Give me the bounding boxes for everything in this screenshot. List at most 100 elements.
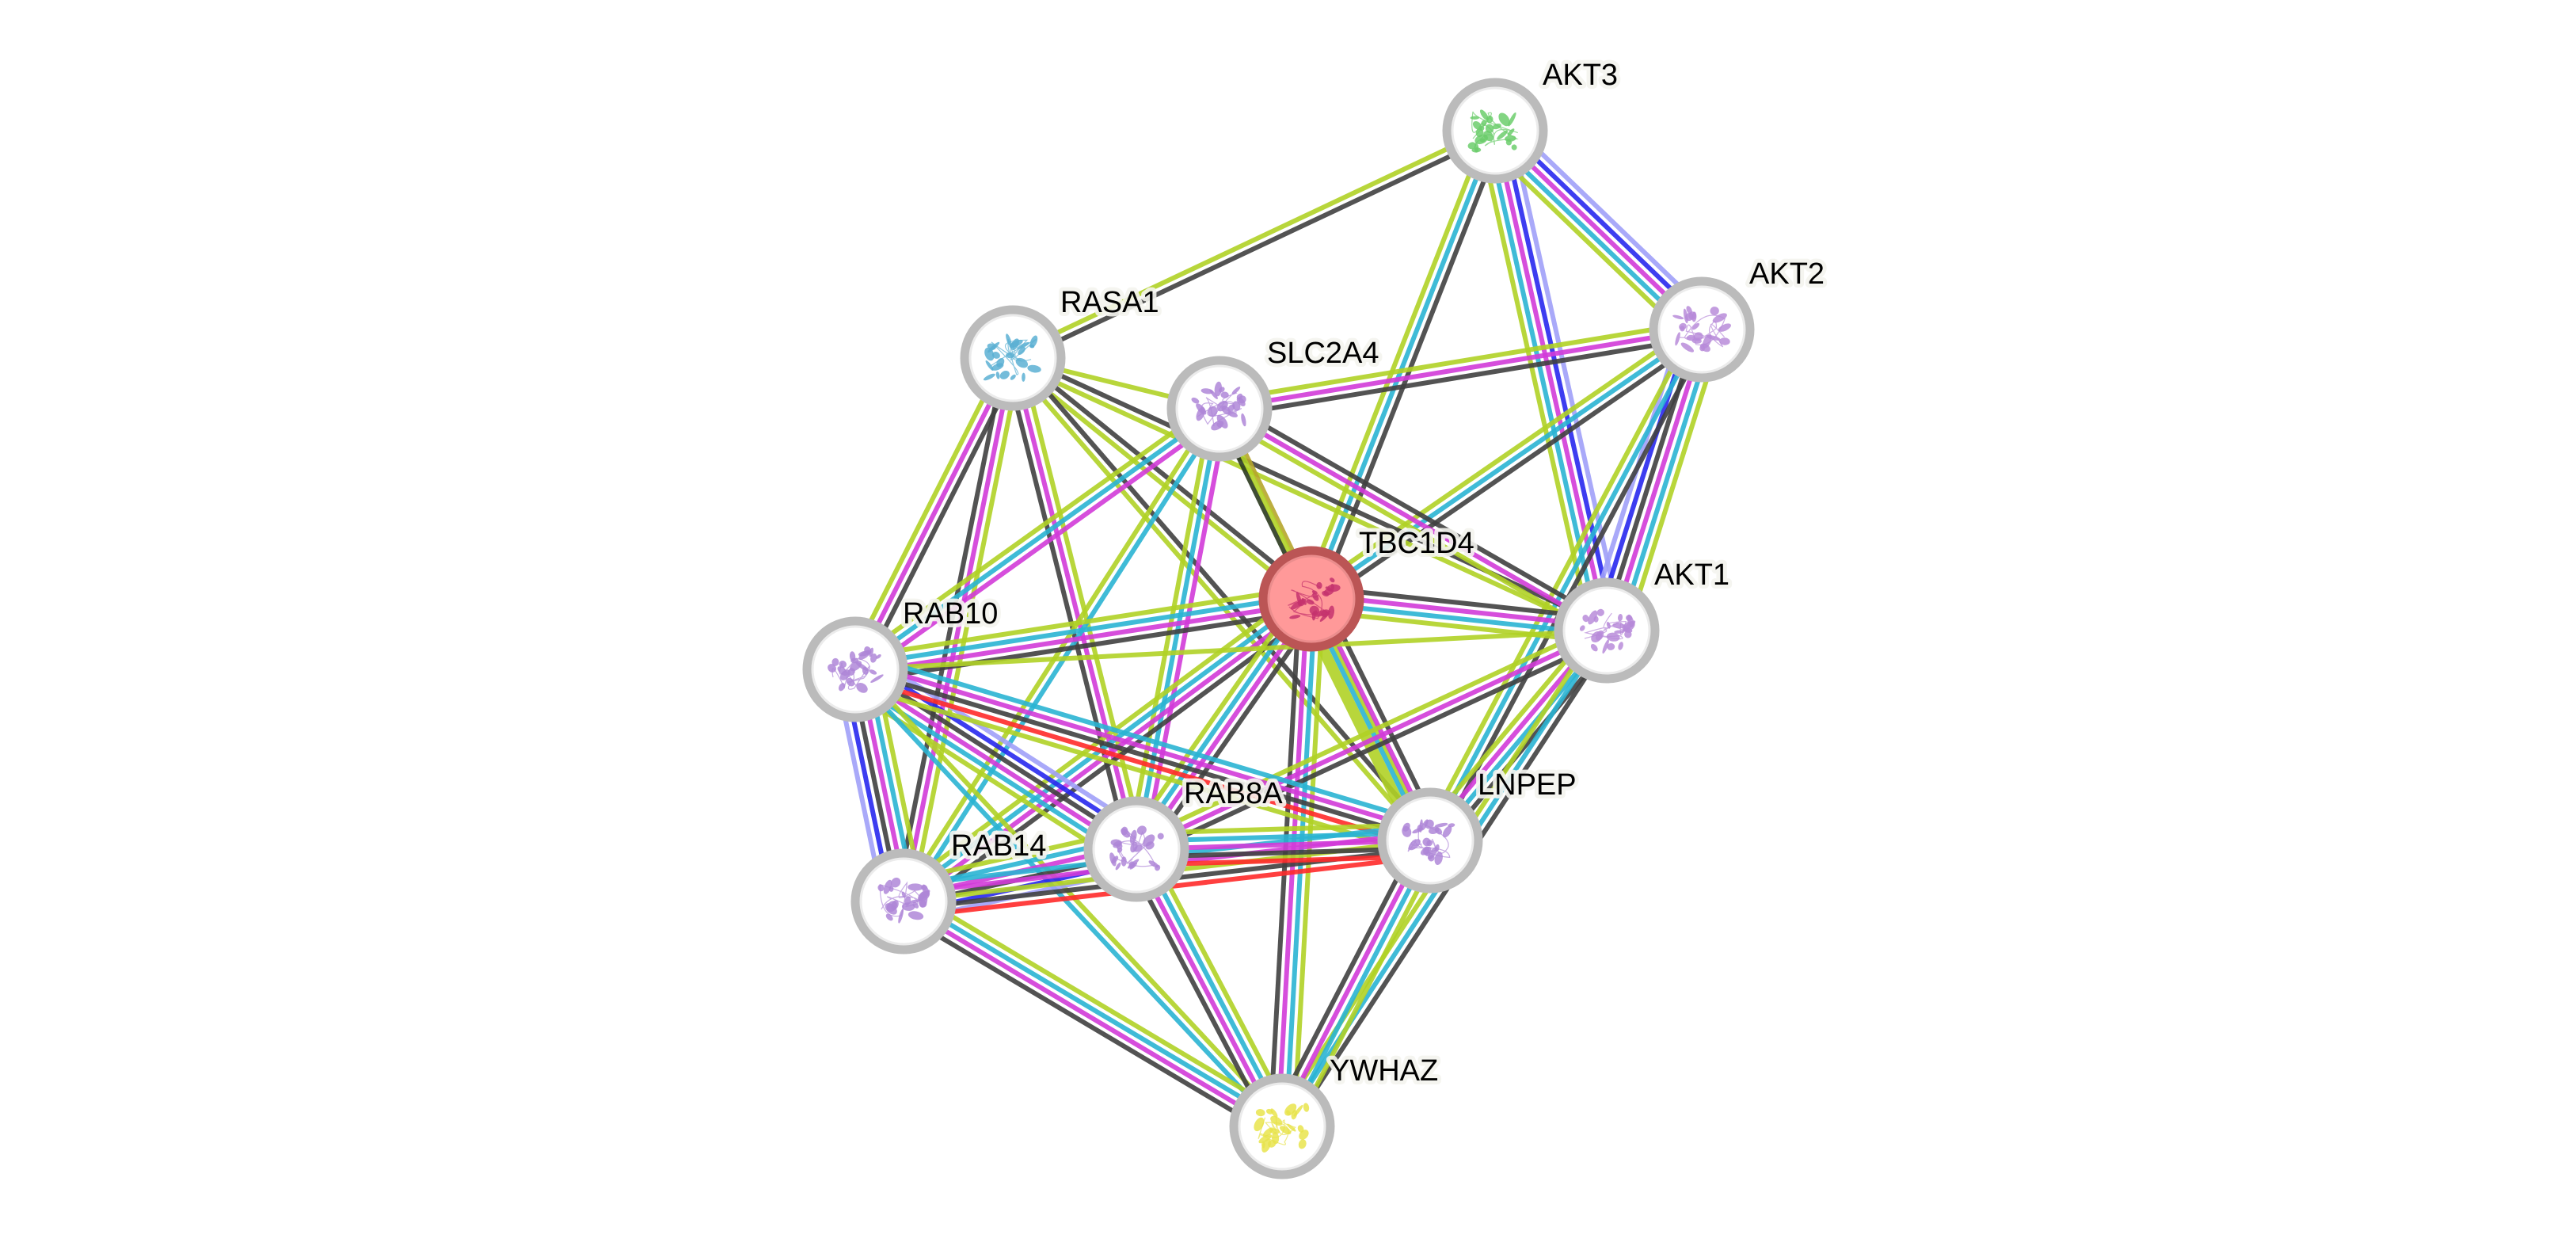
- evidence-line-textmining: [1421, 324, 1697, 838]
- node-label[interactable]: RASA1: [1056, 282, 1163, 323]
- node-circle[interactable]: [1649, 276, 1755, 383]
- evidence-line-known-curated: [900, 593, 1311, 901]
- evidence-line-textmining: [1132, 621, 1605, 844]
- protein-structure-icon: [877, 877, 930, 924]
- edge-akt3-rasa1[interactable]: [1010, 124, 1498, 364]
- node-rab10[interactable]: [802, 616, 908, 722]
- evidence-line-coexpression: [1222, 399, 1612, 626]
- node-tbc1d4[interactable]: [1258, 546, 1364, 652]
- evidence-line-known-experimental: [1135, 628, 1608, 852]
- node-slc2a4[interactable]: [1166, 356, 1273, 462]
- edge-akt1-rab10[interactable]: [854, 628, 1608, 672]
- node-inner-shade: [1657, 285, 1746, 374]
- node-lnpep[interactable]: [1377, 787, 1483, 894]
- evidence-line-textmining: [898, 405, 1219, 901]
- evidence-line-known-experimental: [856, 659, 1433, 836]
- evidence-line-known-experimental: [1608, 330, 1708, 633]
- node-akt2[interactable]: [1649, 276, 1755, 383]
- evidence-line-known-curated: [858, 651, 1436, 828]
- evidence-line-textmining: [908, 359, 1023, 904]
- node-inner-shade: [968, 314, 1057, 402]
- node-akt1[interactable]: [1554, 577, 1660, 684]
- protein-structure-icon: [1467, 109, 1519, 153]
- evidence-line-textmining: [1214, 413, 1604, 640]
- evidence-line-predicted-cooccurrence: [864, 650, 1149, 835]
- evidence-line-coexpression: [854, 667, 1431, 843]
- node-rab14[interactable]: [850, 848, 957, 955]
- evidence-line-known-experimental: [858, 413, 1226, 678]
- evidence-line-textmining: [856, 665, 1287, 1126]
- edge-rab14-ywhaz[interactable]: [896, 889, 1290, 1139]
- protein-structure-icon: [1254, 1103, 1310, 1153]
- evidence-line-coexpression: [1124, 853, 1274, 1134]
- evidence-line-coexpression: [1269, 833, 1422, 1122]
- evidence-line-known-experimental: [1010, 357, 1139, 850]
- evidence-line-coexpression: [1014, 353, 1436, 840]
- evidence-line-known-experimental: [901, 357, 1015, 902]
- evidence-line-predicted-neighborhood: [860, 657, 1144, 841]
- evidence-line-known-experimental: [853, 356, 1015, 671]
- node-circle[interactable]: [1258, 546, 1364, 652]
- evidence-line-known-experimental: [1276, 837, 1429, 1126]
- evidence-line-textmining: [908, 889, 1290, 1118]
- evidence-line-textmining: [846, 353, 1008, 667]
- node-label[interactable]: RAB8A: [1180, 773, 1287, 814]
- node-inner-shade: [1386, 796, 1474, 885]
- evidence-line-known-experimental: [851, 670, 1136, 855]
- node-inner-shade: [1175, 364, 1264, 453]
- node-circle[interactable]: [1442, 78, 1548, 184]
- protein-structure-icon: [1109, 825, 1164, 871]
- evidence-line-known-curated: [1485, 131, 1602, 633]
- protein-structure-icon: [828, 646, 884, 693]
- node-ywhaz[interactable]: [1229, 1073, 1335, 1179]
- node-label[interactable]: AKT1: [1650, 554, 1733, 596]
- evidence-line-textmining: [1008, 359, 1311, 604]
- evidence-line-known-experimental: [1219, 327, 1703, 411]
- edge-slc2a4-rab10[interactable]: [849, 400, 1226, 678]
- edge-akt2-slc2a4[interactable]: [1217, 319, 1704, 419]
- evidence-line-coexpression: [1138, 635, 1611, 859]
- edge-lnpep-ywhaz[interactable]: [1269, 833, 1443, 1134]
- edge-slc2a4-akt1[interactable]: [1214, 399, 1612, 640]
- edge-akt2-tbc1d4[interactable]: [1305, 321, 1708, 608]
- node-label[interactable]: SLC2A4: [1263, 333, 1383, 374]
- evidence-line-coexpression: [1003, 359, 1132, 852]
- node-akt3[interactable]: [1442, 78, 1548, 184]
- node-circle[interactable]: [850, 848, 957, 955]
- evidence-line-textmining: [1305, 321, 1699, 595]
- protein-structure-icon: [1402, 819, 1455, 866]
- node-rab8a[interactable]: [1083, 796, 1189, 902]
- protein-structure-icon: [983, 333, 1041, 382]
- node-label[interactable]: TBC1D4: [1355, 523, 1478, 564]
- node-label[interactable]: LNPEP: [1474, 764, 1581, 806]
- node-inner-shade: [1267, 554, 1356, 643]
- node-inner-shade: [859, 857, 948, 946]
- evidence-line-coexpression: [909, 606, 1320, 913]
- evidence-line-textmining: [1144, 842, 1295, 1122]
- evidence-line-textmining: [1126, 406, 1215, 848]
- edge-akt1-rab8a[interactable]: [1132, 621, 1611, 859]
- evidence-line-known-curated: [1309, 129, 1497, 600]
- node-rasa1[interactable]: [960, 305, 1066, 411]
- evidence-line-textmining: [853, 585, 1311, 661]
- node-label[interactable]: RAB10: [899, 593, 1002, 634]
- evidence-line-textmining: [1623, 334, 1723, 638]
- evidence-line-known-curated: [1310, 327, 1703, 601]
- edge-rasa1-rab14[interactable]: [893, 356, 1023, 904]
- nodes-layer: [802, 78, 1755, 1179]
- evidence-line-coexpression: [896, 909, 1277, 1139]
- node-inner-shade: [811, 625, 900, 714]
- node-label[interactable]: AKT3: [1539, 55, 1622, 96]
- evidence-line-gene-fusion: [852, 674, 1429, 851]
- evidence-line-known-curated: [1428, 328, 1704, 842]
- edge-rasa1-tbc1d4[interactable]: [1008, 352, 1316, 604]
- evidence-line-known-experimental: [855, 600, 1313, 676]
- edge-tbc1d4-rab10[interactable]: [853, 585, 1314, 684]
- protein-structure-icon: [1191, 381, 1246, 431]
- node-label[interactable]: RAB14: [947, 825, 1050, 867]
- evidence-line-known-curated: [904, 896, 1286, 1126]
- node-label[interactable]: YWHAZ: [1326, 1050, 1442, 1092]
- node-label[interactable]: AKT2: [1745, 253, 1828, 295]
